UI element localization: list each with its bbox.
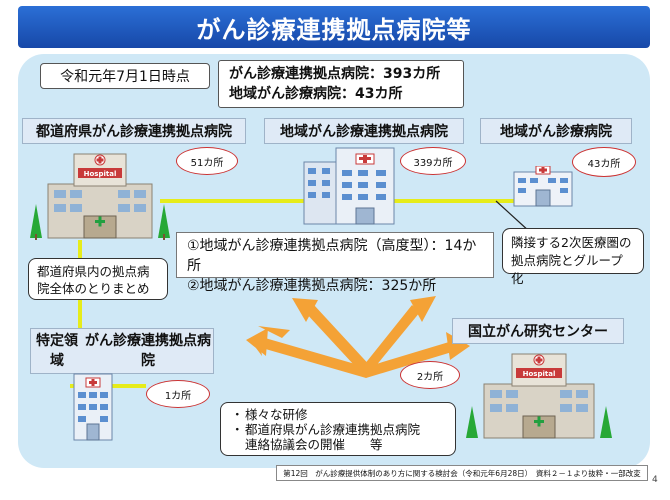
summary-line-1: がん診療連携拠点病院：393カ所	[229, 66, 441, 82]
as-of-date-box: 令和元年7月1日時点	[40, 63, 210, 89]
hospital-sign-text: Hospital	[84, 170, 117, 178]
regional-hospital-icon	[303, 147, 395, 225]
summary-count-box: がん診療連携拠点病院：393カ所 地域がん診療病院：43カ所	[218, 60, 464, 108]
header-specialized: 特定領域 がん診療連携拠点病院	[30, 328, 214, 374]
as-of-date: 令和元年7月1日時点	[60, 69, 190, 85]
regional-type-advanced: ①地域がん診療連携拠点病院（高度型）：14か所	[187, 238, 477, 274]
ncc-hospital-icon: Hospital	[466, 353, 612, 439]
callout-group-line-1: 隣接する2次医療圏の	[511, 235, 632, 250]
activity-item-continuation: 連絡協議会の開催 等	[245, 437, 383, 452]
group-pointer-line	[495, 200, 531, 233]
local-hospital-icon	[513, 166, 573, 207]
header-local: 地域がん診療病院	[480, 118, 632, 144]
orange-arrows	[246, 296, 470, 378]
ncc-sign-text: Hospital	[523, 370, 556, 378]
badge-local: 43カ所	[572, 147, 636, 177]
callout-local-grouping: 隣接する2次医療圏の 拠点病院とグループ化	[502, 228, 644, 286]
specialized-hospital-icon	[73, 373, 113, 441]
callout-prefectural-line-1: 都道府県内の拠点病	[37, 264, 150, 279]
activity-item: 様々な研修	[231, 407, 445, 422]
source-footer: 第12回 がん診療提供体制のあり方に関する検討会（令和元年6月28日） 資料２－…	[276, 465, 648, 481]
regional-type-standard: ②地域がん診療連携拠点病院：325か所	[187, 278, 437, 294]
activity-item: 都道府県がん診療連携拠点病院	[231, 422, 445, 437]
callout-prefectural-role: 都道府県内の拠点病 院全体のとりまとめ	[28, 258, 168, 300]
page-title: がん診療連携拠点病院等	[196, 15, 472, 44]
large-hospital-icon: Hospital	[30, 153, 170, 240]
callout-group-line-2: 拠点病院とグループ化	[511, 253, 623, 286]
title-bar: がん診療連携拠点病院等	[18, 6, 650, 48]
callout-ncc-activities: 様々な研修 都道府県がん診療連携拠点病院 連絡協議会の開催 等	[220, 402, 456, 456]
callout-prefectural-line-2: 院全体のとりまとめ	[37, 281, 150, 296]
header-regional: 地域がん診療連携拠点病院	[264, 118, 464, 144]
summary-line-2: 地域がん診療病院：43カ所	[229, 86, 403, 102]
header-prefectural: 都道府県がん診療連携拠点病院	[22, 118, 246, 144]
regional-types-box: ①地域がん診療連携拠点病院（高度型）：14か所 ②地域がん診療連携拠点病院：32…	[176, 232, 494, 294]
badge-prefectural: 51カ所	[176, 147, 238, 175]
badge-ncc: 2カ所	[400, 361, 460, 389]
header-specialized-line-1: 特定領域	[36, 333, 78, 369]
header-specialized-line-2: がん診療連携拠点病院	[85, 333, 211, 369]
page-number: 4	[652, 475, 658, 485]
badge-regional: 339カ所	[400, 147, 466, 175]
badge-specialized: 1カ所	[146, 380, 210, 408]
header-ncc: 国立がん研究センター	[452, 318, 624, 344]
